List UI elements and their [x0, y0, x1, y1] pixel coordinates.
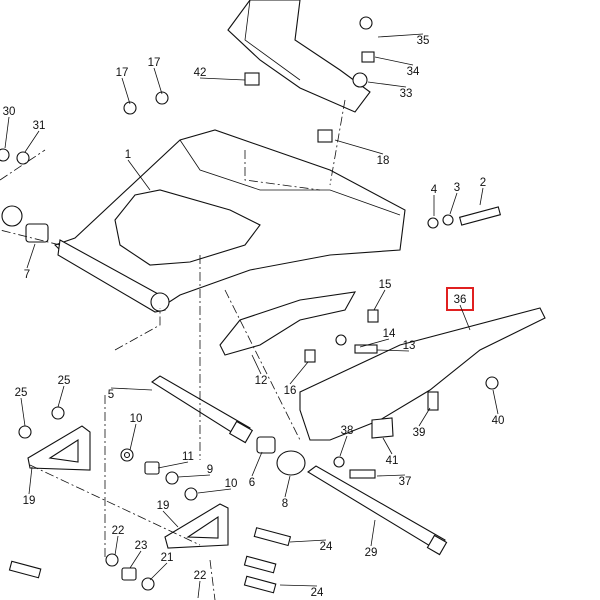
leader-line: [114, 535, 119, 556]
leader-line: [376, 474, 406, 477]
callout-1: 1: [125, 149, 131, 161]
callout-19: 19: [23, 495, 36, 507]
leader-line: [121, 77, 131, 105]
callout-3: 3: [454, 182, 460, 194]
callout-38: 38: [341, 425, 354, 437]
callout-15: 15: [379, 279, 392, 291]
leader-line: [28, 466, 33, 495]
leader-line: [57, 385, 65, 408]
callout-36: 36: [454, 294, 467, 306]
callout-6: 6: [249, 477, 255, 489]
leader-line: [374, 56, 414, 66]
chain-cover: [299, 307, 546, 441]
callout-10: 10: [130, 413, 143, 425]
callout-8: 8: [282, 498, 288, 510]
rear-axle: [307, 465, 446, 553]
leader-line: [449, 192, 458, 215]
callout-33: 33: [400, 88, 413, 100]
leader-line: [177, 474, 211, 478]
callout-16: 16: [284, 385, 297, 397]
callout-37: 37: [399, 476, 412, 488]
leader-line: [373, 289, 386, 311]
callout-23: 23: [135, 540, 148, 552]
callout-7: 7: [24, 269, 30, 281]
callout-30: 30: [3, 106, 16, 118]
callout-40: 40: [492, 415, 505, 427]
callout-31: 31: [33, 120, 46, 132]
callout-4: 4: [431, 184, 438, 196]
pivot-shaft: [151, 375, 251, 441]
callout-12: 12: [255, 375, 268, 387]
callout-25: 25: [15, 387, 28, 399]
leader-line: [110, 387, 153, 391]
leader-line: [377, 33, 424, 38]
leader-line: [149, 562, 168, 581]
leader-line: [153, 67, 163, 95]
callout-24: 24: [311, 587, 324, 599]
leader-line: [418, 407, 431, 427]
callout-18: 18: [377, 155, 390, 167]
callout-11: 11: [182, 451, 194, 463]
leader-line: [382, 437, 393, 455]
callout-35: 35: [417, 35, 430, 47]
leader-line: [129, 550, 142, 569]
leader-line: [334, 139, 384, 155]
callout-29: 29: [365, 547, 378, 559]
leader-line: [197, 488, 232, 494]
callout-19: 19: [157, 500, 170, 512]
callout-9: 9: [207, 464, 213, 476]
drawing: [0, 0, 546, 600]
leader-line: [26, 243, 36, 269]
leader-line: [20, 397, 26, 427]
highlight-box-36: [446, 287, 474, 311]
callout-39: 39: [413, 427, 426, 439]
leader-line: [129, 423, 137, 451]
leader-line: [492, 389, 499, 415]
leader-line: [359, 338, 390, 348]
leader-line: [199, 77, 246, 81]
leader-line: [284, 475, 291, 498]
callout-22: 22: [194, 570, 207, 582]
callout-10: 10: [225, 478, 238, 490]
callout-17: 17: [148, 57, 161, 69]
callout-42: 42: [194, 67, 207, 79]
callout-5: 5: [108, 389, 114, 401]
callout-17: 17: [116, 67, 129, 79]
upper-bracket: [227, 0, 371, 113]
leader-line: [289, 361, 309, 385]
leader-line: [459, 304, 471, 331]
bracket-left: [27, 425, 91, 471]
leader-line: [127, 159, 151, 191]
leader-line: [157, 461, 189, 469]
callout-2: 2: [480, 177, 486, 189]
leader-line: [197, 580, 201, 599]
leader-line: [24, 130, 40, 153]
callout-13: 13: [403, 340, 416, 352]
swingarm-window: [114, 189, 261, 266]
leader-line: [4, 116, 10, 149]
callout-21: 21: [161, 552, 174, 564]
leader-line: [279, 584, 318, 587]
leader-line: [376, 349, 410, 352]
leader-line: [251, 451, 263, 477]
leader-line: [251, 354, 262, 375]
callout-41: 41: [386, 455, 399, 467]
leader-line: [479, 187, 484, 206]
callout-22: 22: [112, 525, 125, 537]
leader-line: [162, 510, 179, 528]
callout-34: 34: [407, 66, 420, 78]
leader-line: [370, 519, 376, 547]
leader-line: [289, 539, 327, 543]
chain-guide: [219, 291, 357, 356]
leader-line: [367, 81, 407, 88]
callout-24: 24: [320, 541, 333, 553]
callout-25: 25: [58, 375, 71, 387]
leader-line: [339, 435, 348, 457]
callout-14: 14: [383, 328, 396, 340]
